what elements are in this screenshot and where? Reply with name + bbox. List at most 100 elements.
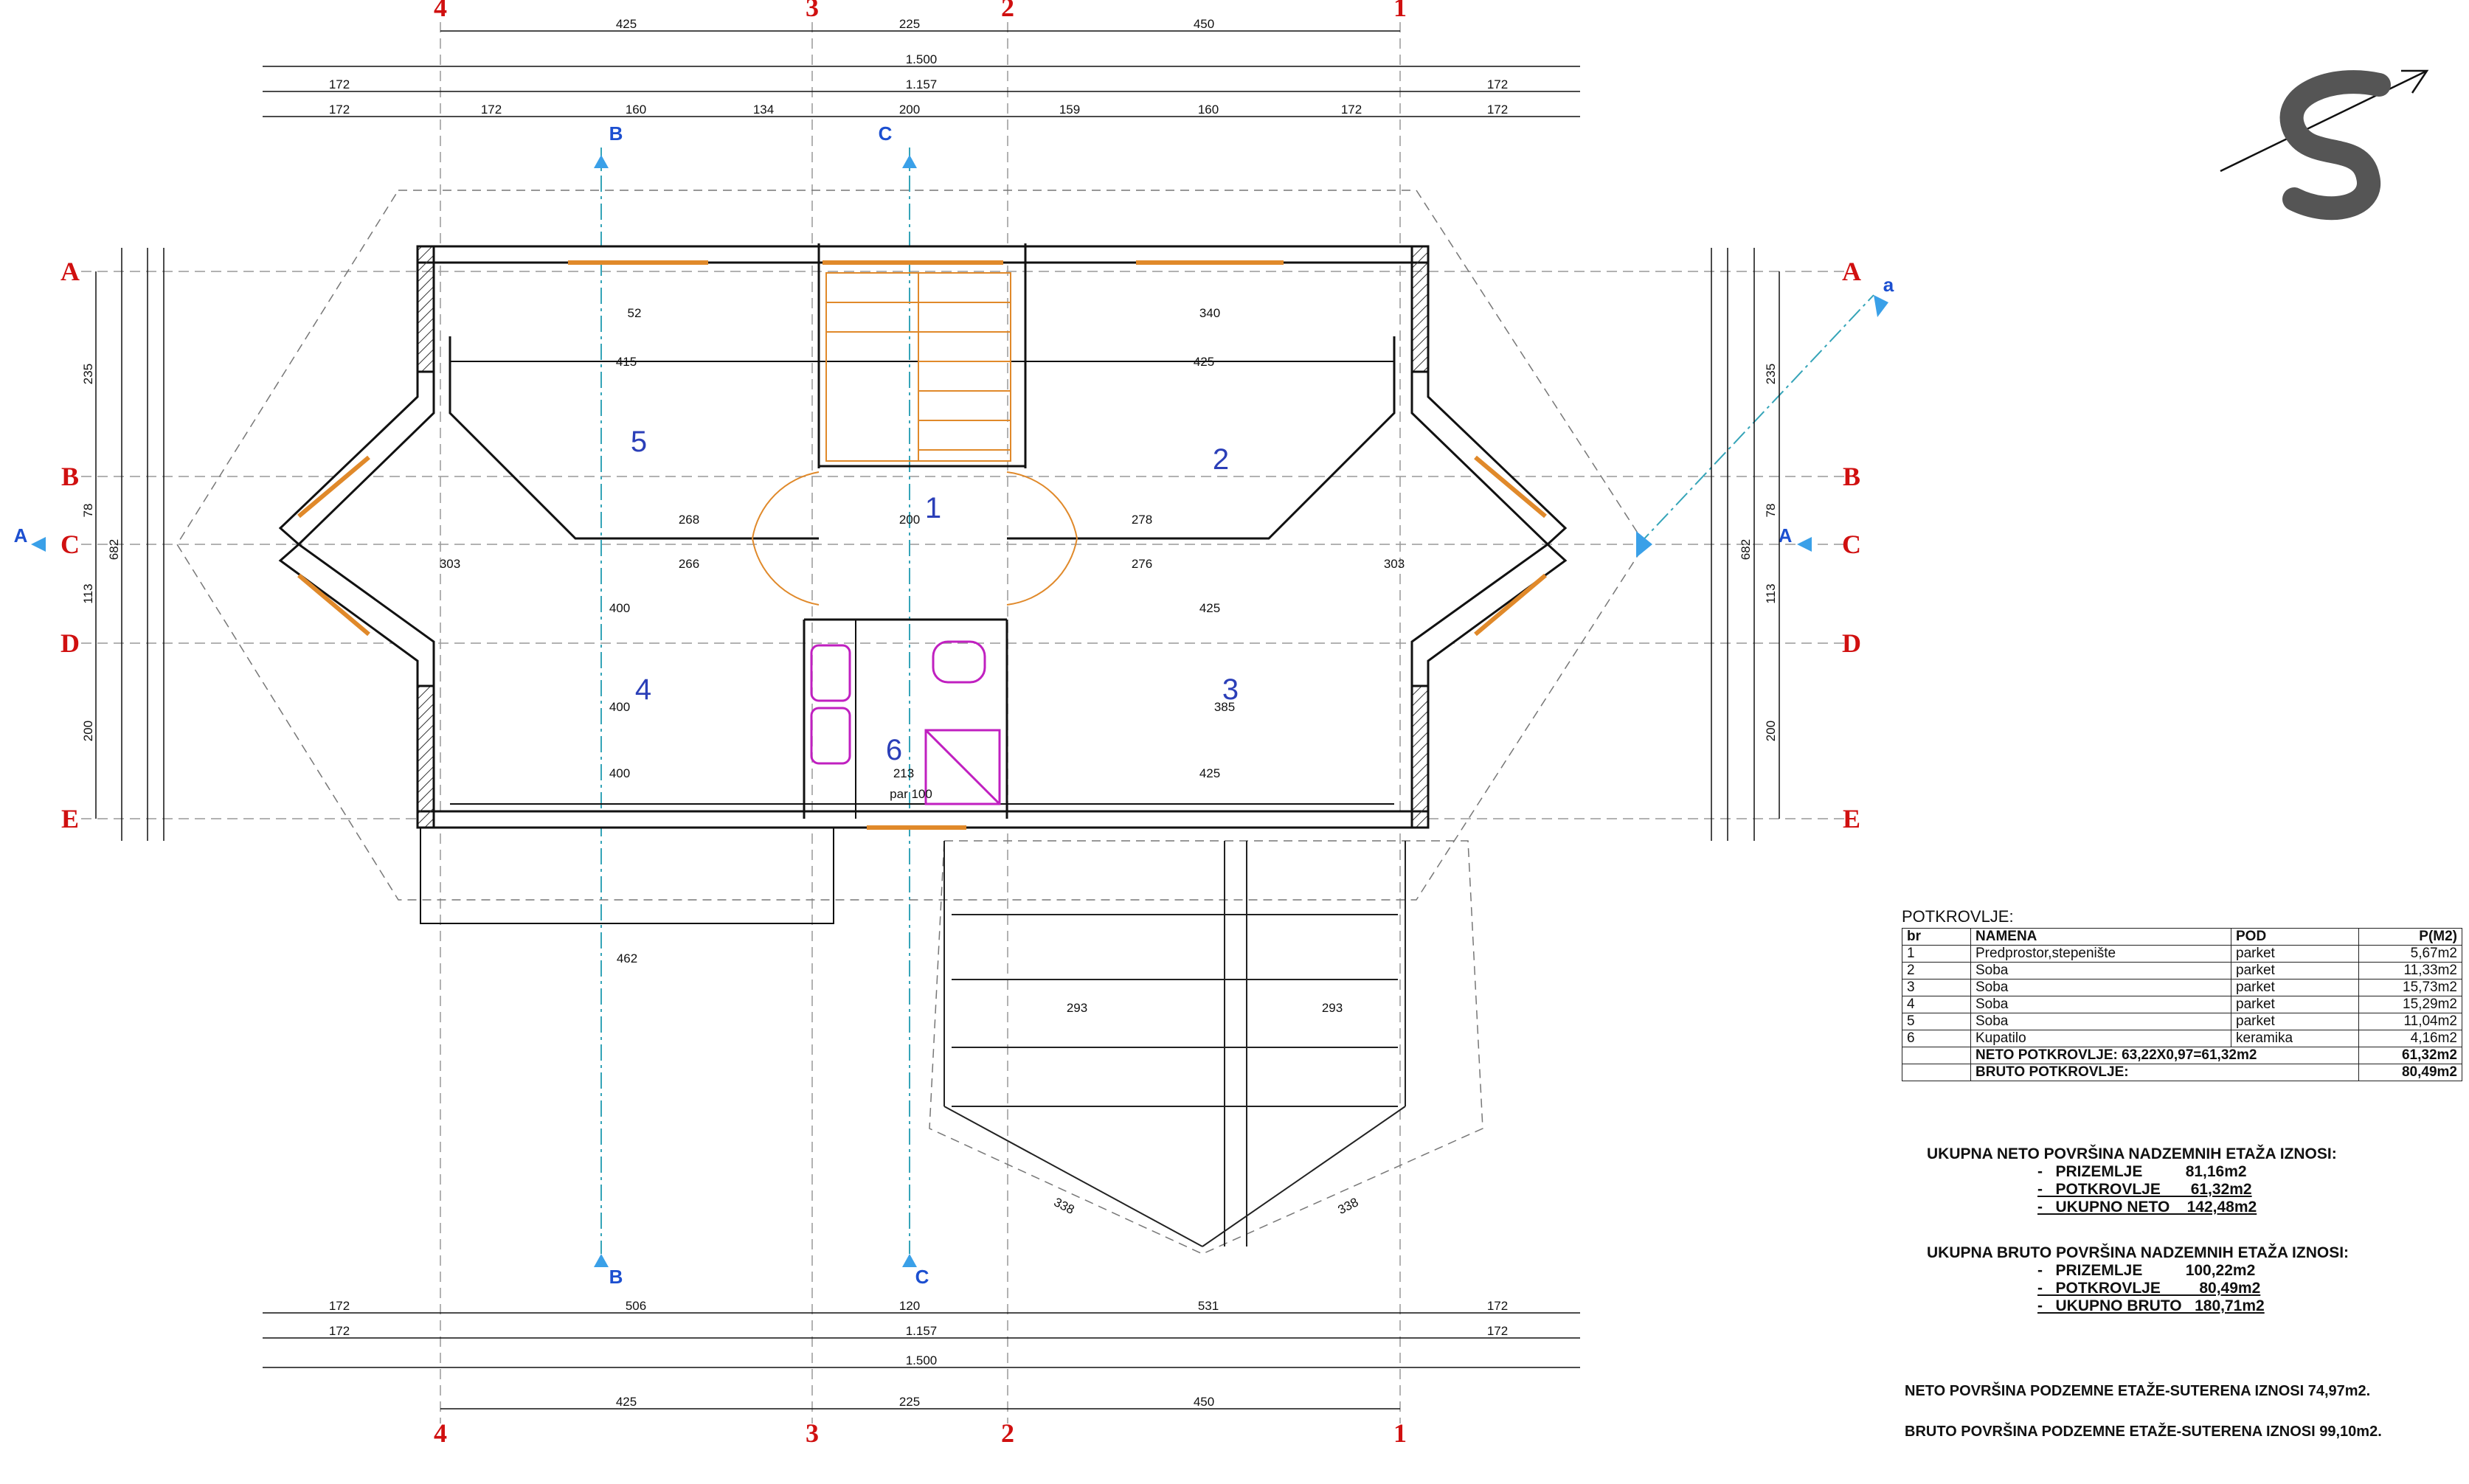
dim-row4-4: 200: [899, 103, 920, 117]
dimension-lines: [95, 30, 1780, 1410]
room-name: Soba: [1970, 962, 2231, 979]
room-floor: keramika: [2231, 1030, 2359, 1047]
dim-left-682: 682: [107, 539, 121, 560]
dim-int-415: 415: [616, 355, 637, 369]
dim-bot3-1500: 1.500: [906, 1353, 938, 1367]
summary-neto-line: - UKUPNO NETO 142,48m2: [2037, 1199, 2257, 1216]
empty-cell: [1902, 1064, 1971, 1081]
summary-neto-title: UKUPNA NETO POVRŠINA NADZEMNIH ETAŽA IZN…: [1927, 1145, 2337, 1162]
room-number-4: 4: [635, 673, 651, 706]
neto-total-row: NETO POTKROVLJE: 63,22X0,97=61,32m2 61,3…: [1902, 1047, 2462, 1064]
axis-col-4-bottom: 4: [434, 1418, 447, 1448]
room-no: 1: [1902, 945, 1971, 963]
dim-int-200: 200: [899, 513, 920, 527]
axis-col-3-bottom: 3: [806, 1418, 819, 1448]
dim-top-425: 425: [616, 17, 637, 31]
dim-bot2-172a: 172: [329, 1324, 350, 1338]
axis-col-4-top: 4: [434, 0, 447, 22]
section-markers: A A B B C C a: [14, 122, 1894, 1288]
section-a-right: A: [1779, 524, 1793, 547]
dim-bot-172b: 172: [1487, 1299, 1508, 1313]
north-arrow-icon: [2220, 69, 2429, 221]
room-area: 15,73m2: [2358, 979, 2462, 996]
bathroom-fixtures: [810, 640, 1001, 805]
room-area: 5,67m2: [2358, 945, 2462, 963]
dim-int-425c: 425: [1199, 766, 1220, 780]
room-numbers: 1 2 3 4 5 6: [631, 426, 1239, 766]
axis-row-a-right: A: [1842, 257, 1861, 286]
axis-row-c-left: C: [60, 530, 80, 559]
dim-right-78: 78: [1764, 504, 1778, 518]
room-name: Kupatilo: [1970, 1030, 2231, 1047]
dim-bot2-172b: 172: [1487, 1324, 1508, 1338]
axis-col-3-top: 3: [806, 0, 819, 22]
room-no: 6: [1902, 1030, 1971, 1047]
staircase: [825, 272, 1011, 462]
dimension-texts: 425 225 450 1.500 172 1.157 172 172 172 …: [81, 17, 1778, 1409]
room-floor: parket: [2231, 1013, 2359, 1030]
dim-int-213: 213: [893, 766, 914, 780]
header-namena: NAMENA: [1970, 928, 2231, 946]
note-bruto-suteren: BRUTO POVRŠINA PODZEMNE ETAŽE-SUTERENA I…: [1905, 1424, 2382, 1440]
table-header-row: br NAMENA POD P(M2): [1902, 928, 2462, 946]
note-neto-suteren: NETO POVRŠINA PODZEMNE ETAŽE-SUTERENA IZ…: [1905, 1383, 2371, 1399]
axis-col-2-bottom: 2: [1001, 1418, 1014, 1448]
dim-bot-506: 506: [626, 1299, 646, 1313]
room-number-5: 5: [631, 426, 647, 458]
dim-int-400c: 400: [609, 766, 630, 780]
grid-lines: [81, 22, 1844, 1424]
header-br: br: [1902, 928, 1971, 946]
dim-top-172a: 172: [329, 77, 350, 91]
dim-bot4-450: 450: [1194, 1395, 1214, 1409]
table-row: 6 Kupatilo keramika 4,16m2: [1902, 1030, 2462, 1047]
dim-bot-172a: 172: [329, 1299, 350, 1313]
summary-bruto: UKUPNA BRUTO POVRŠINA NADZEMNIH ETAŽA IZ…: [1927, 1244, 2349, 1315]
summary-bruto-title: UKUPNA BRUTO POVRŠINA NADZEMNIH ETAŽA IZ…: [1927, 1244, 2349, 1261]
room-floor: parket: [2231, 945, 2359, 963]
dim-int-303a: 303: [440, 557, 460, 571]
dim-par-100a: 52: [628, 306, 642, 320]
axis-row-e-left: E: [61, 804, 79, 833]
dim-row4-6: 160: [1198, 103, 1219, 117]
room-floor: parket: [2231, 996, 2359, 1013]
dim-top-1500: 1.500: [906, 52, 938, 66]
roof-outline: [176, 190, 1646, 1255]
room-area: 4,16m2: [2358, 1030, 2462, 1047]
room-area: 11,33m2: [2358, 962, 2462, 979]
summary-bruto-line: - UKUPNO BRUTO 180,71m2: [2037, 1297, 2265, 1314]
bruto-value: 80,49m2: [2358, 1064, 2462, 1081]
axis-col-2-top: 2: [1001, 0, 1014, 22]
dim-int-338b: 338: [1336, 1195, 1361, 1217]
section-a2-marker: a: [1883, 274, 1894, 296]
section-b-bottom: B: [609, 1266, 623, 1288]
room-no: 4: [1902, 996, 1971, 1013]
rooms-table: br NAMENA POD P(M2) 1 Predprostor,stepen…: [1902, 928, 2462, 1081]
room-area: 11,04m2: [2358, 1013, 2462, 1030]
dim-int-400a: 400: [609, 601, 630, 615]
axis-labels: 4 3 2 1 4 3 2 1 A B C D E A B C D E: [60, 0, 1861, 1448]
dim-int-425b: 425: [1199, 601, 1220, 615]
dim-row4-1: 172: [481, 103, 502, 117]
dim-int-293a: 293: [1067, 1001, 1087, 1015]
header-pod: POD: [2231, 928, 2359, 946]
header-area: P(M2): [2358, 928, 2462, 946]
bruto-total-row: BRUTO POTKROVLJE: 80,49m2: [1902, 1064, 2462, 1081]
room-no: 2: [1902, 962, 1971, 979]
dim-int-293b: 293: [1322, 1001, 1343, 1015]
dim-bot-531: 531: [1198, 1299, 1219, 1313]
axis-row-e-right: E: [1843, 804, 1860, 833]
dim-top-225: 225: [899, 17, 920, 31]
dim-int-276: 276: [1132, 557, 1152, 571]
room-number-6: 6: [886, 734, 902, 766]
table-row: 3 Soba parket 15,73m2: [1902, 979, 2462, 996]
dim-par-100b: 340: [1199, 306, 1220, 320]
room-area: 15,29m2: [2358, 996, 2462, 1013]
room-name: Soba: [1970, 996, 2231, 1013]
summary-neto-line: - POTKROVLJE 61,32m2: [2037, 1181, 2252, 1198]
walls: [278, 243, 1568, 924]
section-c-top: C: [879, 122, 893, 145]
room-floor: parket: [2231, 962, 2359, 979]
dim-row4-7: 172: [1341, 103, 1362, 117]
dim-row4-0: 172: [329, 103, 350, 117]
dim-row4-3: 134: [753, 103, 774, 117]
